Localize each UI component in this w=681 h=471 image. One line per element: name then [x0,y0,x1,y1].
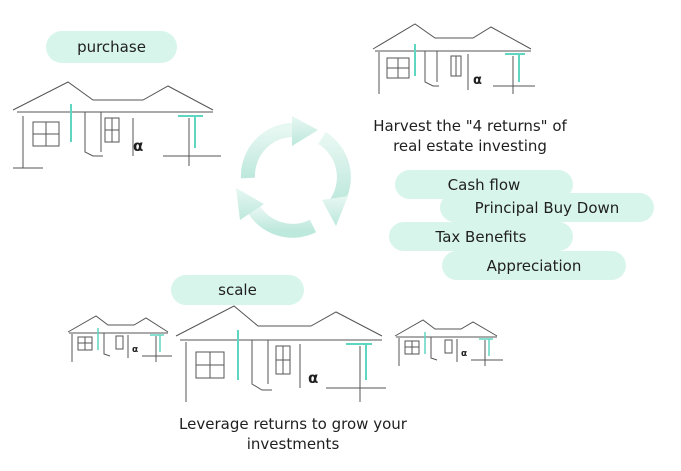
house-logo: α [133,137,143,155]
svg-text:α: α [473,73,482,88]
house-icon: α [67,315,173,366]
house-icon: α [175,305,386,406]
return-pill-tax: Tax Benefits [389,222,573,251]
cycle-arrows-icon [218,108,368,258]
house-icon: α [372,23,538,99]
house-icon: α [394,319,505,370]
purchase-label: purchase [77,38,146,56]
svg-text:α: α [132,345,138,355]
purchase-pill: purchase [46,31,177,63]
scale-label: scale [218,281,257,299]
harvest-caption: Harvest the "4 returns" of real estate i… [373,117,567,155]
svg-text:α: α [461,349,467,359]
scale-pill: scale [171,275,304,305]
scale-caption: Leverage returns to grow your investment… [179,415,407,453]
return-pill-appreciation: Appreciation [442,251,626,280]
return-pill-cash-flow: Cash flow [395,170,573,199]
return-pill-principal: Principal Buy Down [440,193,654,222]
house-icon: α [12,81,228,177]
svg-text:α: α [308,369,318,387]
